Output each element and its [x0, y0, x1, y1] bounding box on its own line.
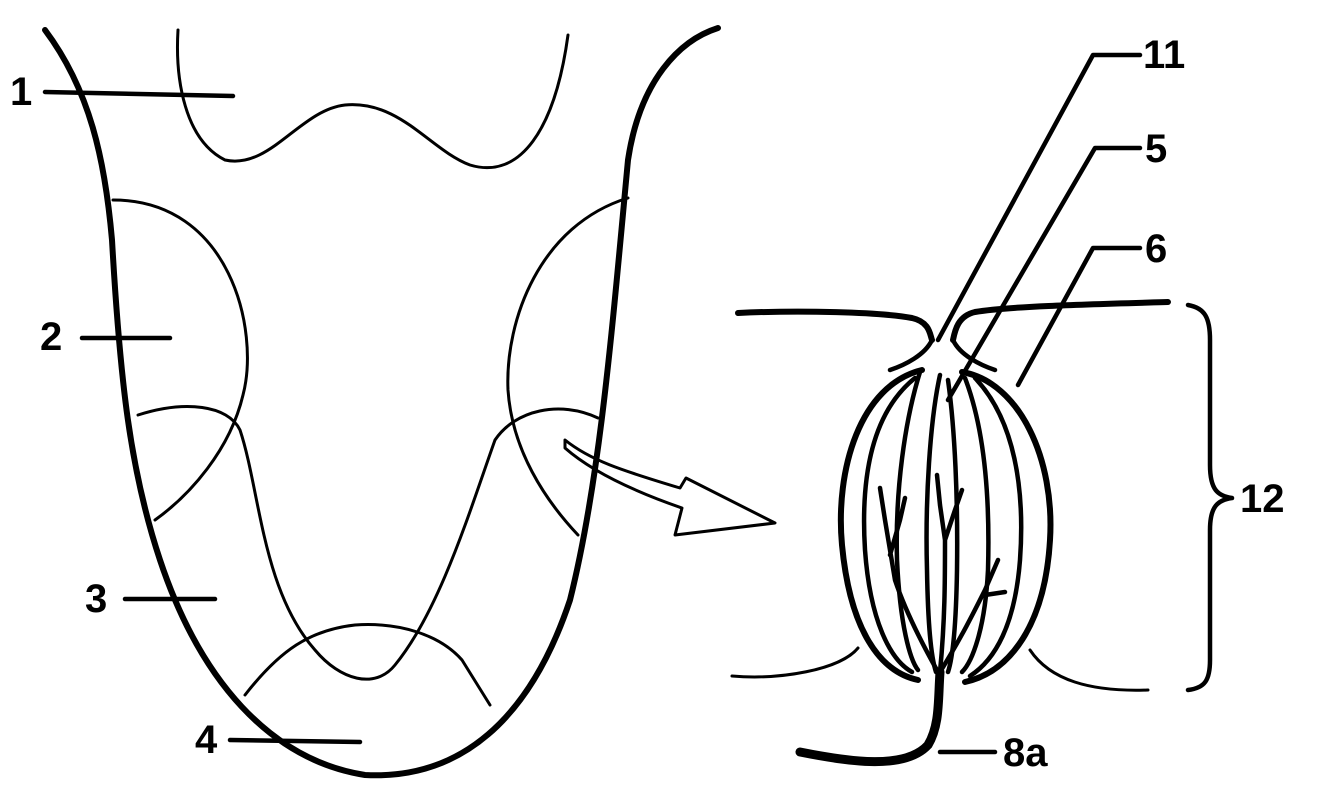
label-4-text: 4	[195, 718, 218, 762]
label-5-text: 5	[1145, 127, 1167, 171]
leader-line-1	[45, 92, 233, 96]
tip-region-boundary	[178, 30, 568, 168]
label-6-text: 6	[1145, 227, 1167, 271]
leader-line-4	[230, 740, 360, 742]
basal-epithelium-left	[732, 648, 858, 677]
label-2-text: 2	[40, 315, 62, 359]
label-3-text: 3	[85, 577, 107, 621]
nerve-trunk	[800, 672, 940, 762]
label-1: 1	[10, 70, 233, 114]
label-1-text: 1	[10, 70, 32, 114]
leader-line-6	[1018, 248, 1140, 385]
label-3: 3	[85, 577, 215, 621]
label-2: 2	[40, 315, 170, 359]
tongue-outline	[45, 28, 718, 775]
posterior-region-boundary	[245, 625, 490, 705]
cell-3	[927, 375, 940, 672]
basal-epithelium-right	[1030, 650, 1148, 690]
label-12-text: 12	[1240, 477, 1285, 521]
inner-back-region-boundary	[138, 407, 598, 680]
taste-bud	[732, 302, 1168, 762]
label-11-text: 11	[1143, 33, 1185, 77]
label-8a: 8a	[940, 731, 1048, 775]
tongue	[45, 28, 718, 775]
label-8a-text: 8a	[1003, 731, 1048, 775]
label-11: 11	[938, 33, 1185, 340]
left-side-region-boundary	[113, 200, 247, 520]
epithelium-surface-left	[738, 312, 932, 340]
leader-line-11	[938, 55, 1140, 340]
label-12: 12	[1188, 305, 1285, 690]
brace-12	[1188, 305, 1232, 690]
label-4: 4	[195, 718, 360, 762]
